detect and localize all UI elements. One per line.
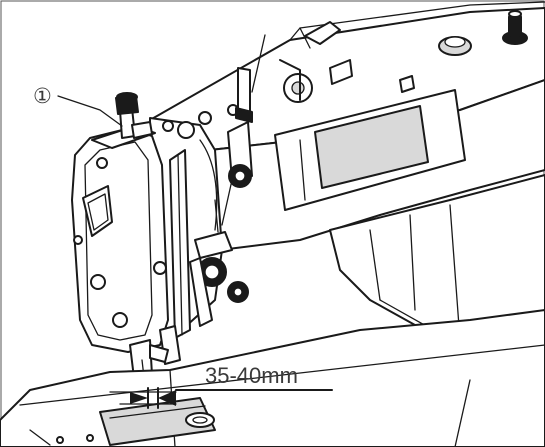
callout-marker: ① [33, 85, 123, 127]
top-knobs [198, 10, 528, 125]
dimension-annotation: 35-40mm [109, 363, 333, 409]
take-up-lever [221, 67, 253, 226]
machine-bed [0, 309, 545, 447]
tension-assembly [153, 199, 249, 327]
machine-head [71, 92, 223, 353]
dimension-arrow-left [130, 392, 148, 404]
dimension-label: 35-40mm [205, 363, 298, 388]
callout-number: ① [33, 85, 52, 108]
dimension-arrow-right [158, 390, 176, 406]
